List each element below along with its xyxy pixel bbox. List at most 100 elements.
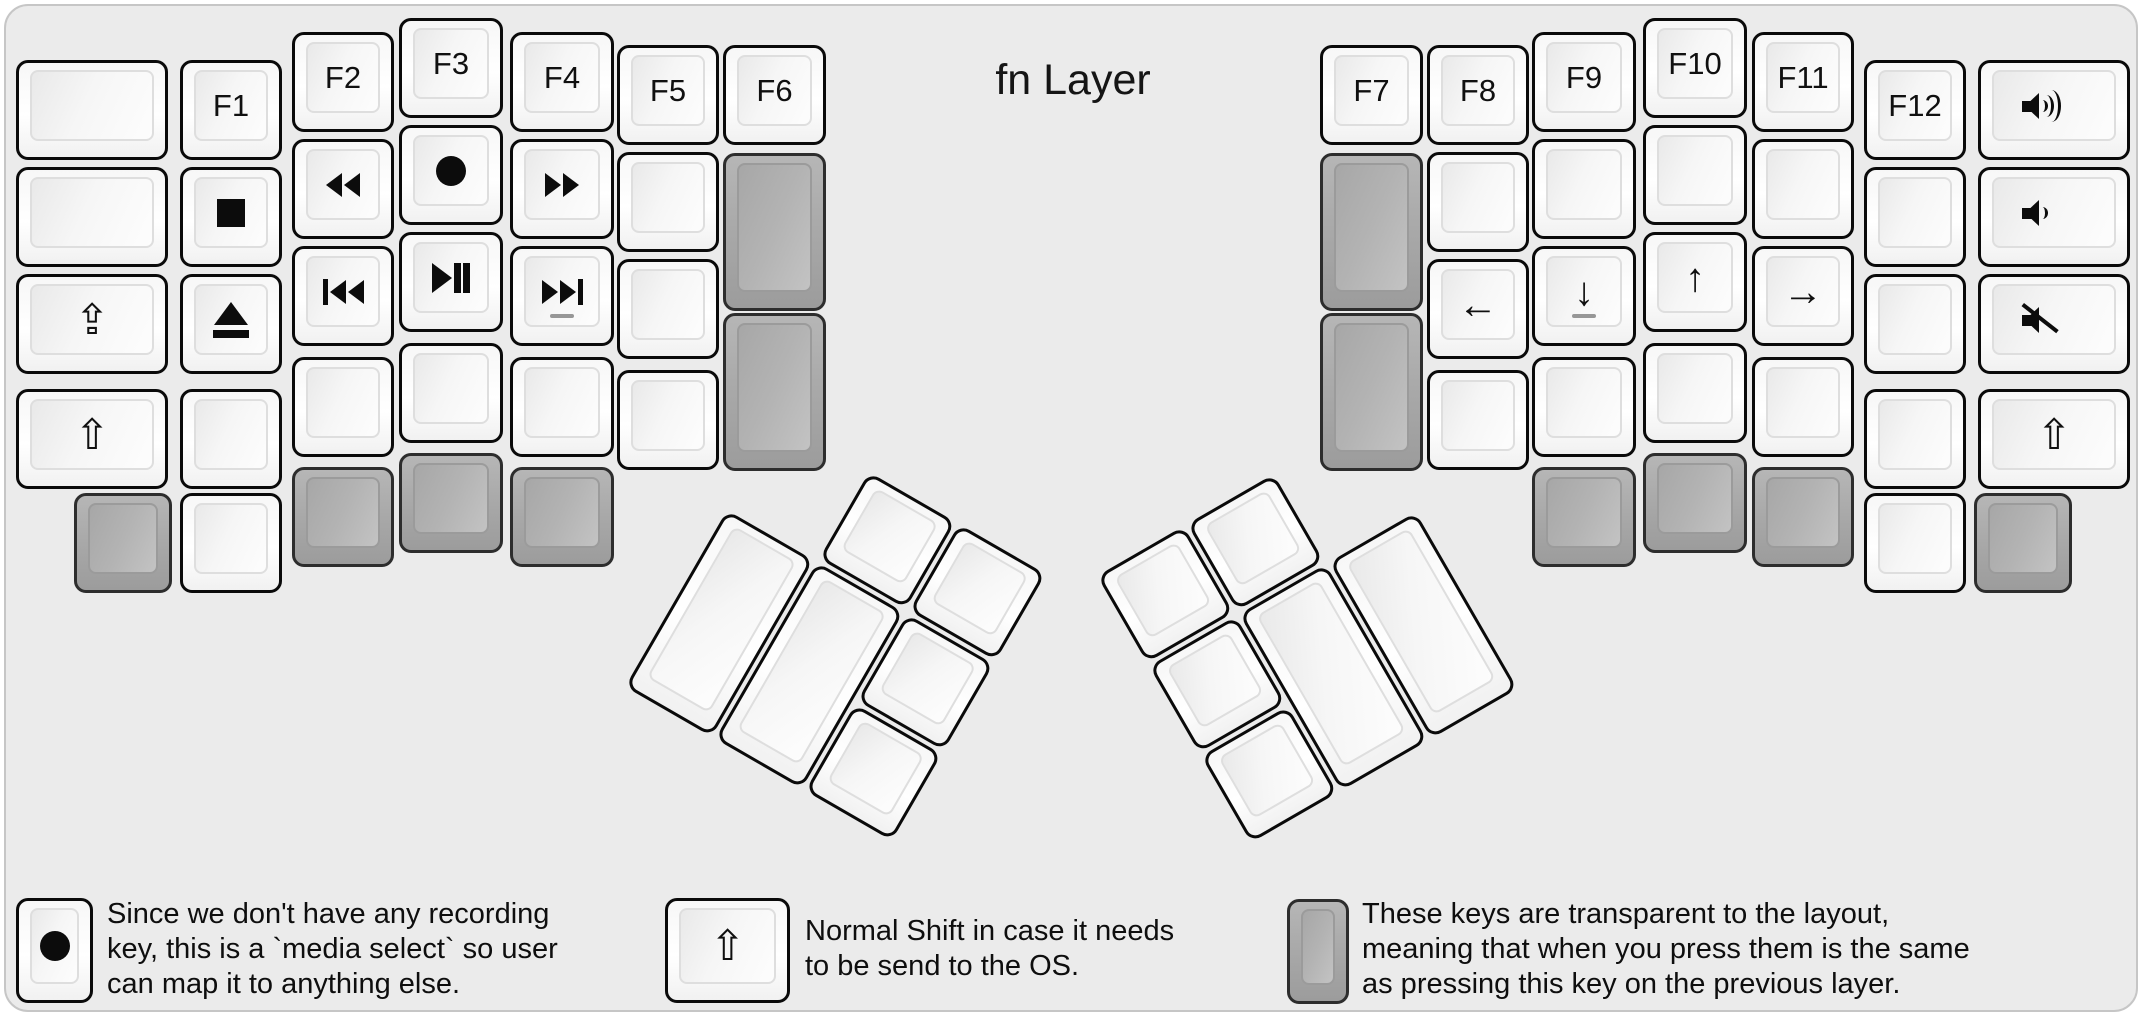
key-f8[interactable]: F8 [1427, 45, 1529, 145]
keycap-face: ⇧ [1992, 399, 2116, 470]
key-blank[interactable] [1643, 125, 1747, 225]
key-label: F4 [543, 59, 581, 95]
key-record[interactable] [399, 125, 503, 225]
key-label: F9 [1565, 59, 1603, 95]
key-label: F8 [1459, 72, 1497, 108]
key-blank[interactable] [1532, 357, 1636, 457]
key-f4[interactable]: F4 [510, 32, 614, 132]
legend-line: to be send to the OS. [805, 950, 1080, 982]
key-blank[interactable] [510, 357, 614, 457]
key-f2[interactable]: F2 [292, 32, 394, 132]
key-volume-up[interactable] [1978, 60, 2130, 160]
keycap-face [194, 177, 268, 248]
key-arrow-down[interactable]: ↓ [1532, 246, 1636, 346]
key-blank[interactable] [399, 343, 503, 443]
keycap-face [1878, 177, 1952, 248]
key-blank[interactable] [1864, 274, 1966, 374]
key-transparent[interactable] [510, 467, 614, 567]
keycap-face [1657, 353, 1733, 424]
key-next-track[interactable] [510, 246, 614, 346]
keycap-face [878, 629, 977, 728]
key-blank[interactable] [16, 60, 168, 160]
key-transparent[interactable] [1532, 467, 1636, 567]
legend-shift-key[interactable]: ⇧ [665, 898, 790, 1003]
keycap-face: ⇧ [30, 399, 154, 470]
key-transparent[interactable] [1320, 313, 1423, 471]
key-blank[interactable] [292, 357, 394, 457]
key-f10[interactable]: F10 [1643, 18, 1747, 118]
key-arrow-left[interactable]: ← [1427, 259, 1529, 359]
key-blank[interactable] [1864, 167, 1966, 267]
key-transparent[interactable] [1752, 467, 1854, 567]
key-blank[interactable] [180, 389, 282, 489]
key-label: F10 [1668, 45, 1722, 81]
key-f7[interactable]: F7 [1320, 45, 1423, 145]
keycap-face [1766, 367, 1840, 438]
key-blank[interactable] [1752, 357, 1854, 457]
key-fast-forward[interactable] [510, 139, 614, 239]
keycap-face [30, 70, 154, 141]
keycap-face [524, 367, 600, 438]
keycap-face: ← [1441, 269, 1515, 340]
mute-icon [2020, 302, 2068, 337]
key-shift-right[interactable]: ⇧ [1978, 389, 2130, 489]
keycap-face [1657, 135, 1733, 206]
legend-record-key[interactable] [16, 898, 93, 1003]
key-blank[interactable] [1864, 493, 1966, 593]
keycap-face [1878, 503, 1952, 574]
key-caps-lock[interactable]: ⇪ [16, 274, 168, 374]
keycap-face [1992, 70, 2116, 141]
key-transparent[interactable] [723, 313, 826, 471]
key-blank[interactable] [1864, 389, 1966, 489]
key-transparent[interactable] [1320, 153, 1423, 311]
key-transparent[interactable] [292, 467, 394, 567]
key-blank[interactable] [1532, 139, 1636, 239]
keycap-face [524, 256, 600, 327]
record-icon [39, 931, 70, 961]
key-rewind[interactable] [292, 139, 394, 239]
legend-text-shift: Normal Shift in case it needs to be send… [805, 914, 1174, 984]
key-f9[interactable]: F9 [1532, 32, 1636, 132]
key-play-pause[interactable] [399, 232, 503, 332]
key-eject[interactable] [180, 274, 282, 374]
key-transparent[interactable] [74, 493, 172, 593]
rewind-icon [326, 172, 360, 197]
key-prev-track[interactable] [292, 246, 394, 346]
keycap-face: ↓ [1546, 256, 1622, 327]
key-transparent[interactable] [399, 453, 503, 553]
keycap-face: F12 [1878, 70, 1952, 141]
key-f12[interactable]: F12 [1864, 60, 1966, 160]
key-blank[interactable] [1643, 343, 1747, 443]
key-transparent[interactable] [1974, 493, 2072, 593]
key-blank[interactable] [617, 259, 719, 359]
keycap-face: F9 [1546, 42, 1622, 113]
key-shift-left[interactable]: ⇧ [16, 389, 168, 489]
key-f5[interactable]: F5 [617, 45, 719, 145]
key-transparent[interactable] [1643, 453, 1747, 553]
key-blank[interactable] [16, 167, 168, 267]
key-f6[interactable]: F6 [723, 45, 826, 145]
keycap-face: F1 [194, 70, 268, 141]
legend-transparent-key[interactable] [1287, 899, 1349, 1004]
keycap-face [30, 177, 154, 248]
key-blank[interactable] [180, 493, 282, 593]
prev-track-icon [322, 278, 364, 305]
shift-icon: ⇧ [709, 922, 746, 969]
key-blank[interactable] [617, 152, 719, 252]
legend-text-transparent: These keys are transparent to the layout… [1362, 897, 1970, 1002]
key-stop[interactable] [180, 167, 282, 267]
key-f1[interactable]: F1 [180, 60, 282, 160]
key-blank[interactable] [1427, 370, 1529, 470]
key-mute[interactable] [1978, 274, 2130, 374]
key-blank[interactable] [1752, 139, 1854, 239]
key-arrow-up[interactable]: ↑ [1643, 232, 1747, 332]
key-f3[interactable]: F3 [399, 18, 503, 118]
keycap-face [1766, 477, 1840, 548]
key-arrow-right[interactable]: → [1752, 246, 1854, 346]
key-blank[interactable] [1427, 152, 1529, 252]
key-transparent[interactable] [723, 153, 826, 311]
keycap-face [1878, 284, 1952, 355]
key-f11[interactable]: F11 [1752, 32, 1854, 132]
key-blank[interactable] [617, 370, 719, 470]
key-volume-down[interactable] [1978, 167, 2130, 267]
